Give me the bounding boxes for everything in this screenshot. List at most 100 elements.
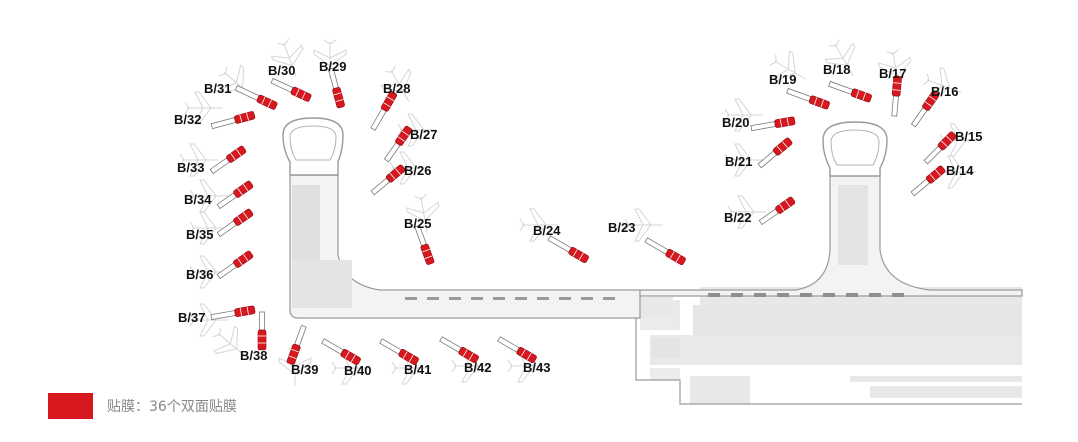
bridge-B-39 [286, 324, 307, 365]
aircraft-B-23 [624, 208, 663, 242]
gate-label-B-38: B/38 [240, 348, 267, 363]
gate-marker [581, 297, 593, 300]
film-wrap [233, 180, 254, 198]
film-seam [520, 349, 526, 357]
plane-wing [634, 208, 652, 242]
aircraft-B-24 [519, 208, 558, 242]
apron-block [652, 338, 680, 358]
aircraft-B-21 [724, 143, 763, 177]
gate-label-B-32: B/32 [174, 112, 201, 127]
gate-label-B-31: B/31 [204, 81, 231, 96]
film-seam [237, 258, 243, 266]
film-seam [422, 248, 430, 253]
bridge-B-15 [923, 131, 957, 165]
plane-tail [727, 205, 733, 219]
plane-tail [189, 221, 195, 235]
plane-wing [734, 98, 752, 132]
plane-wing [399, 151, 417, 185]
bridge-B-43 [497, 336, 537, 364]
film-wrap [398, 348, 419, 366]
bridge-B-40 [321, 338, 361, 366]
film-wrap [234, 305, 256, 317]
plane-wing [405, 201, 440, 222]
film-seam [230, 153, 236, 161]
gate-marker [777, 293, 789, 297]
film-seam [246, 112, 249, 121]
film-seam [862, 92, 866, 101]
film-wrap [380, 91, 398, 112]
plane-tail [189, 189, 195, 203]
aircraft-B-22 [727, 195, 766, 229]
film-seam [239, 114, 243, 123]
film-seam [785, 200, 791, 208]
film-seam [243, 254, 249, 262]
plane-fuselage [283, 42, 297, 78]
gate-label-B-22: B/22 [724, 210, 751, 225]
film-seam [236, 149, 242, 157]
film-seam [813, 97, 818, 105]
plane-tail [828, 39, 840, 47]
plane-wing [213, 325, 239, 354]
film-seam [237, 216, 243, 224]
jet-bridge-tube [234, 85, 260, 101]
apron-block [690, 376, 750, 404]
gate-marker [823, 293, 835, 297]
gate-marker [892, 293, 904, 297]
film-seam [237, 188, 243, 196]
plane-tail [323, 39, 337, 45]
jet-bridge-tube [370, 108, 387, 131]
apron-block [640, 318, 670, 328]
plane-wing [772, 50, 796, 82]
film-wrap [772, 137, 793, 156]
film-wrap [257, 329, 267, 351]
bridge-B-22 [758, 196, 796, 226]
gate-label-B-28: B/28 [383, 81, 410, 96]
plane-fuselage [834, 44, 854, 76]
film-wrap [290, 86, 312, 102]
film-seam [779, 204, 785, 212]
gate-marker [846, 293, 858, 297]
gate-label-B-16: B/16 [931, 84, 958, 99]
film-seam [946, 135, 953, 142]
plane-wing [189, 143, 207, 177]
aircraft-B-28 [380, 65, 412, 102]
plane-tail [391, 361, 397, 375]
film-wrap [808, 95, 830, 110]
jet-bridge-tube [910, 178, 931, 197]
film-seam [295, 88, 300, 97]
film-seam [397, 136, 405, 142]
jet-bridge-tube [270, 77, 294, 93]
aircraft-B-32 [184, 91, 223, 125]
apron-block [650, 335, 1022, 365]
jet-bridge-tube [370, 177, 391, 196]
film-seam [855, 90, 860, 98]
plane-fuselage [774, 60, 806, 80]
gate-marker [515, 297, 527, 300]
aircraft-B-25 [405, 193, 440, 233]
film-seam [929, 173, 936, 181]
film-seam [243, 184, 249, 192]
film-seam [893, 82, 902, 84]
gate-label-B-21: B/21 [725, 154, 752, 169]
legend: 贴膜：36个双面贴膜 [48, 393, 237, 419]
film-wrap [256, 94, 278, 110]
film-seam [941, 140, 948, 147]
film-seam [924, 101, 932, 107]
plane-tail [769, 54, 777, 66]
plane-wing [737, 195, 755, 229]
bridge-B-35 [216, 208, 254, 238]
film-wrap [233, 250, 254, 268]
plane-tail [184, 101, 190, 115]
film-seam [335, 99, 344, 102]
film-wrap [891, 75, 902, 97]
jet-bridge-tube [216, 220, 237, 238]
gate-label-B-17: B/17 [879, 66, 906, 81]
film-seam [246, 306, 249, 315]
film-seam [301, 91, 306, 100]
plane-fuselage [420, 197, 428, 233]
film-seam [572, 249, 578, 257]
film-wrap [226, 145, 247, 163]
bridge-B-37 [210, 305, 256, 321]
gate-label-B-35: B/35 [186, 227, 213, 242]
